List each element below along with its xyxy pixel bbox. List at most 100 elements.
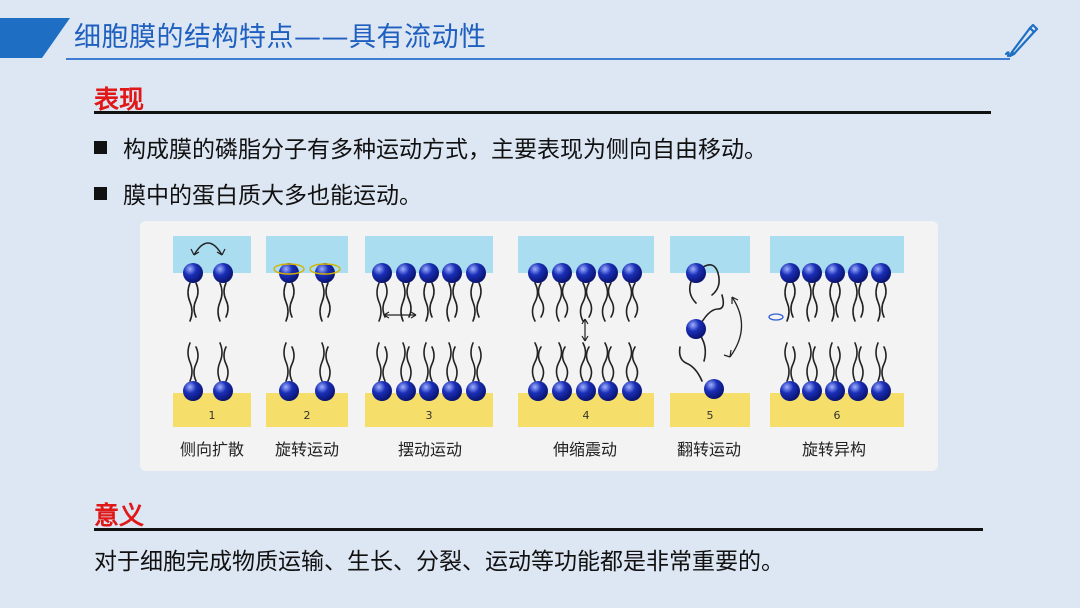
lipid-tail: [429, 346, 435, 382]
panel-number: 2: [304, 409, 311, 422]
lipid-tail: [382, 282, 388, 318]
lipid-tail: [784, 282, 790, 322]
lipid-tail: [585, 282, 593, 318]
panel-caption: 旋转运动: [274, 440, 340, 459]
lipid-tail: [325, 346, 331, 382]
lipid-tail: [283, 342, 289, 382]
section-label-performance: 表现: [94, 85, 145, 114]
lipid-tail: [835, 282, 841, 318]
bullet-text: 构成膜的磷脂分子有多种运动方式，主要表现为侧向自由移动。: [123, 137, 767, 163]
phospholipid-head: [802, 381, 822, 401]
lipid-tail: [452, 346, 458, 382]
lipid-tail: [555, 342, 563, 382]
lipid-tail: [607, 346, 615, 382]
phospholipid-head: [315, 381, 335, 401]
lipid-tail: [376, 342, 382, 382]
lipid-tail: [223, 282, 229, 318]
phospholipid-head: [396, 381, 416, 401]
phospholipid-head: [825, 381, 845, 401]
section-rule-performance: [94, 111, 991, 114]
lipid-tail: [858, 346, 864, 382]
lipid-tail: [193, 346, 199, 382]
pen-icon: [1004, 23, 1039, 58]
phospholipid-head: [871, 381, 891, 401]
lipid-tail: [537, 282, 545, 318]
lipid-tail: [470, 282, 476, 322]
phospholipid-head: [825, 263, 845, 283]
section-rule-significance: [94, 528, 983, 531]
phospholipid-head: [704, 379, 724, 399]
phospholipid-head: [686, 263, 706, 283]
phospholipid-head: [466, 381, 486, 401]
lipid-tail: [217, 342, 223, 382]
lipid-tail: [319, 282, 325, 322]
inner-water-band: [266, 393, 348, 427]
lipid-tail: [423, 282, 429, 322]
lipid-tail: [476, 282, 482, 318]
page-title: 细胞膜的结构特点——具有流动性: [74, 22, 487, 53]
lipid-tail: [187, 282, 193, 322]
phospholipid-head: [396, 263, 416, 283]
lipid-tail: [699, 334, 707, 362]
lipid-tail: [678, 346, 703, 382]
lipid-tail: [537, 346, 545, 382]
phospholipid-head: [871, 263, 891, 283]
lipid-tail: [429, 282, 435, 318]
lipid-tail: [400, 342, 406, 382]
lipid-tail: [812, 282, 818, 318]
outer-water-band: [266, 236, 348, 273]
phospholipid-head: [528, 381, 548, 401]
lipid-tail: [812, 346, 818, 382]
stretch-arrow: [581, 318, 589, 342]
lipid-tail: [881, 346, 887, 382]
phospholipid-head: [780, 381, 800, 401]
phospholipid-head: [419, 263, 439, 283]
lipid-tail: [187, 342, 193, 382]
phospholipid-head: [279, 263, 299, 283]
significance-text: 对于细胞完成物质运输、生长、分裂、运动等功能都是非常重要的。: [94, 549, 784, 575]
lipid-tail: [585, 346, 593, 382]
panel-caption: 伸缩震动: [552, 440, 618, 459]
lipid-tail: [223, 346, 229, 382]
phospholipid-head: [576, 263, 596, 283]
phospholipid-head: [372, 263, 392, 283]
lipid-tail: [835, 346, 841, 382]
lipid-tail: [579, 282, 587, 322]
lipid-tail: [607, 282, 615, 318]
phospholipid-head: [598, 263, 618, 283]
bullet-item: 构成膜的磷脂分子有多种运动方式，主要表现为侧向自由移动。: [94, 130, 767, 164]
panel-caption: 旋转异构: [801, 440, 867, 459]
rotation-ring: [273, 263, 305, 275]
lipid-tail: [452, 282, 458, 318]
lipid-tail: [699, 264, 720, 296]
flip-arrow: [729, 296, 743, 358]
lipid-tail: [406, 346, 412, 382]
phospholipid-head: [802, 263, 822, 283]
isomer-rotation-marker: [768, 313, 784, 321]
lipid-tail: [806, 342, 812, 382]
phospholipid-head: [419, 381, 439, 401]
lipid-tail: [217, 282, 223, 322]
lipid-tail: [601, 342, 609, 382]
panel-number: 6: [834, 409, 841, 422]
phospholipid-head: [466, 263, 486, 283]
phospholipid-head: [183, 263, 203, 283]
lipid-tail: [806, 282, 812, 322]
lipid-tail: [829, 342, 835, 382]
phospholipid-head: [848, 263, 868, 283]
panel-number: 1: [209, 409, 216, 422]
lipid-tail: [325, 282, 331, 318]
lipid-tail: [784, 342, 790, 382]
lipid-tail: [406, 282, 412, 318]
panel-number: 5: [707, 409, 714, 422]
phospholipid-head: [598, 381, 618, 401]
phospholipid-head: [576, 381, 596, 401]
phospholipid-head: [622, 263, 642, 283]
lipid-tail: [193, 282, 199, 318]
lipid-tail: [289, 346, 295, 382]
bullet-text: 膜中的蛋白质大多也能运动。: [123, 183, 422, 209]
lipid-tail: [283, 282, 289, 322]
phospholipid-head: [315, 263, 335, 283]
lipid-tail: [555, 282, 563, 322]
